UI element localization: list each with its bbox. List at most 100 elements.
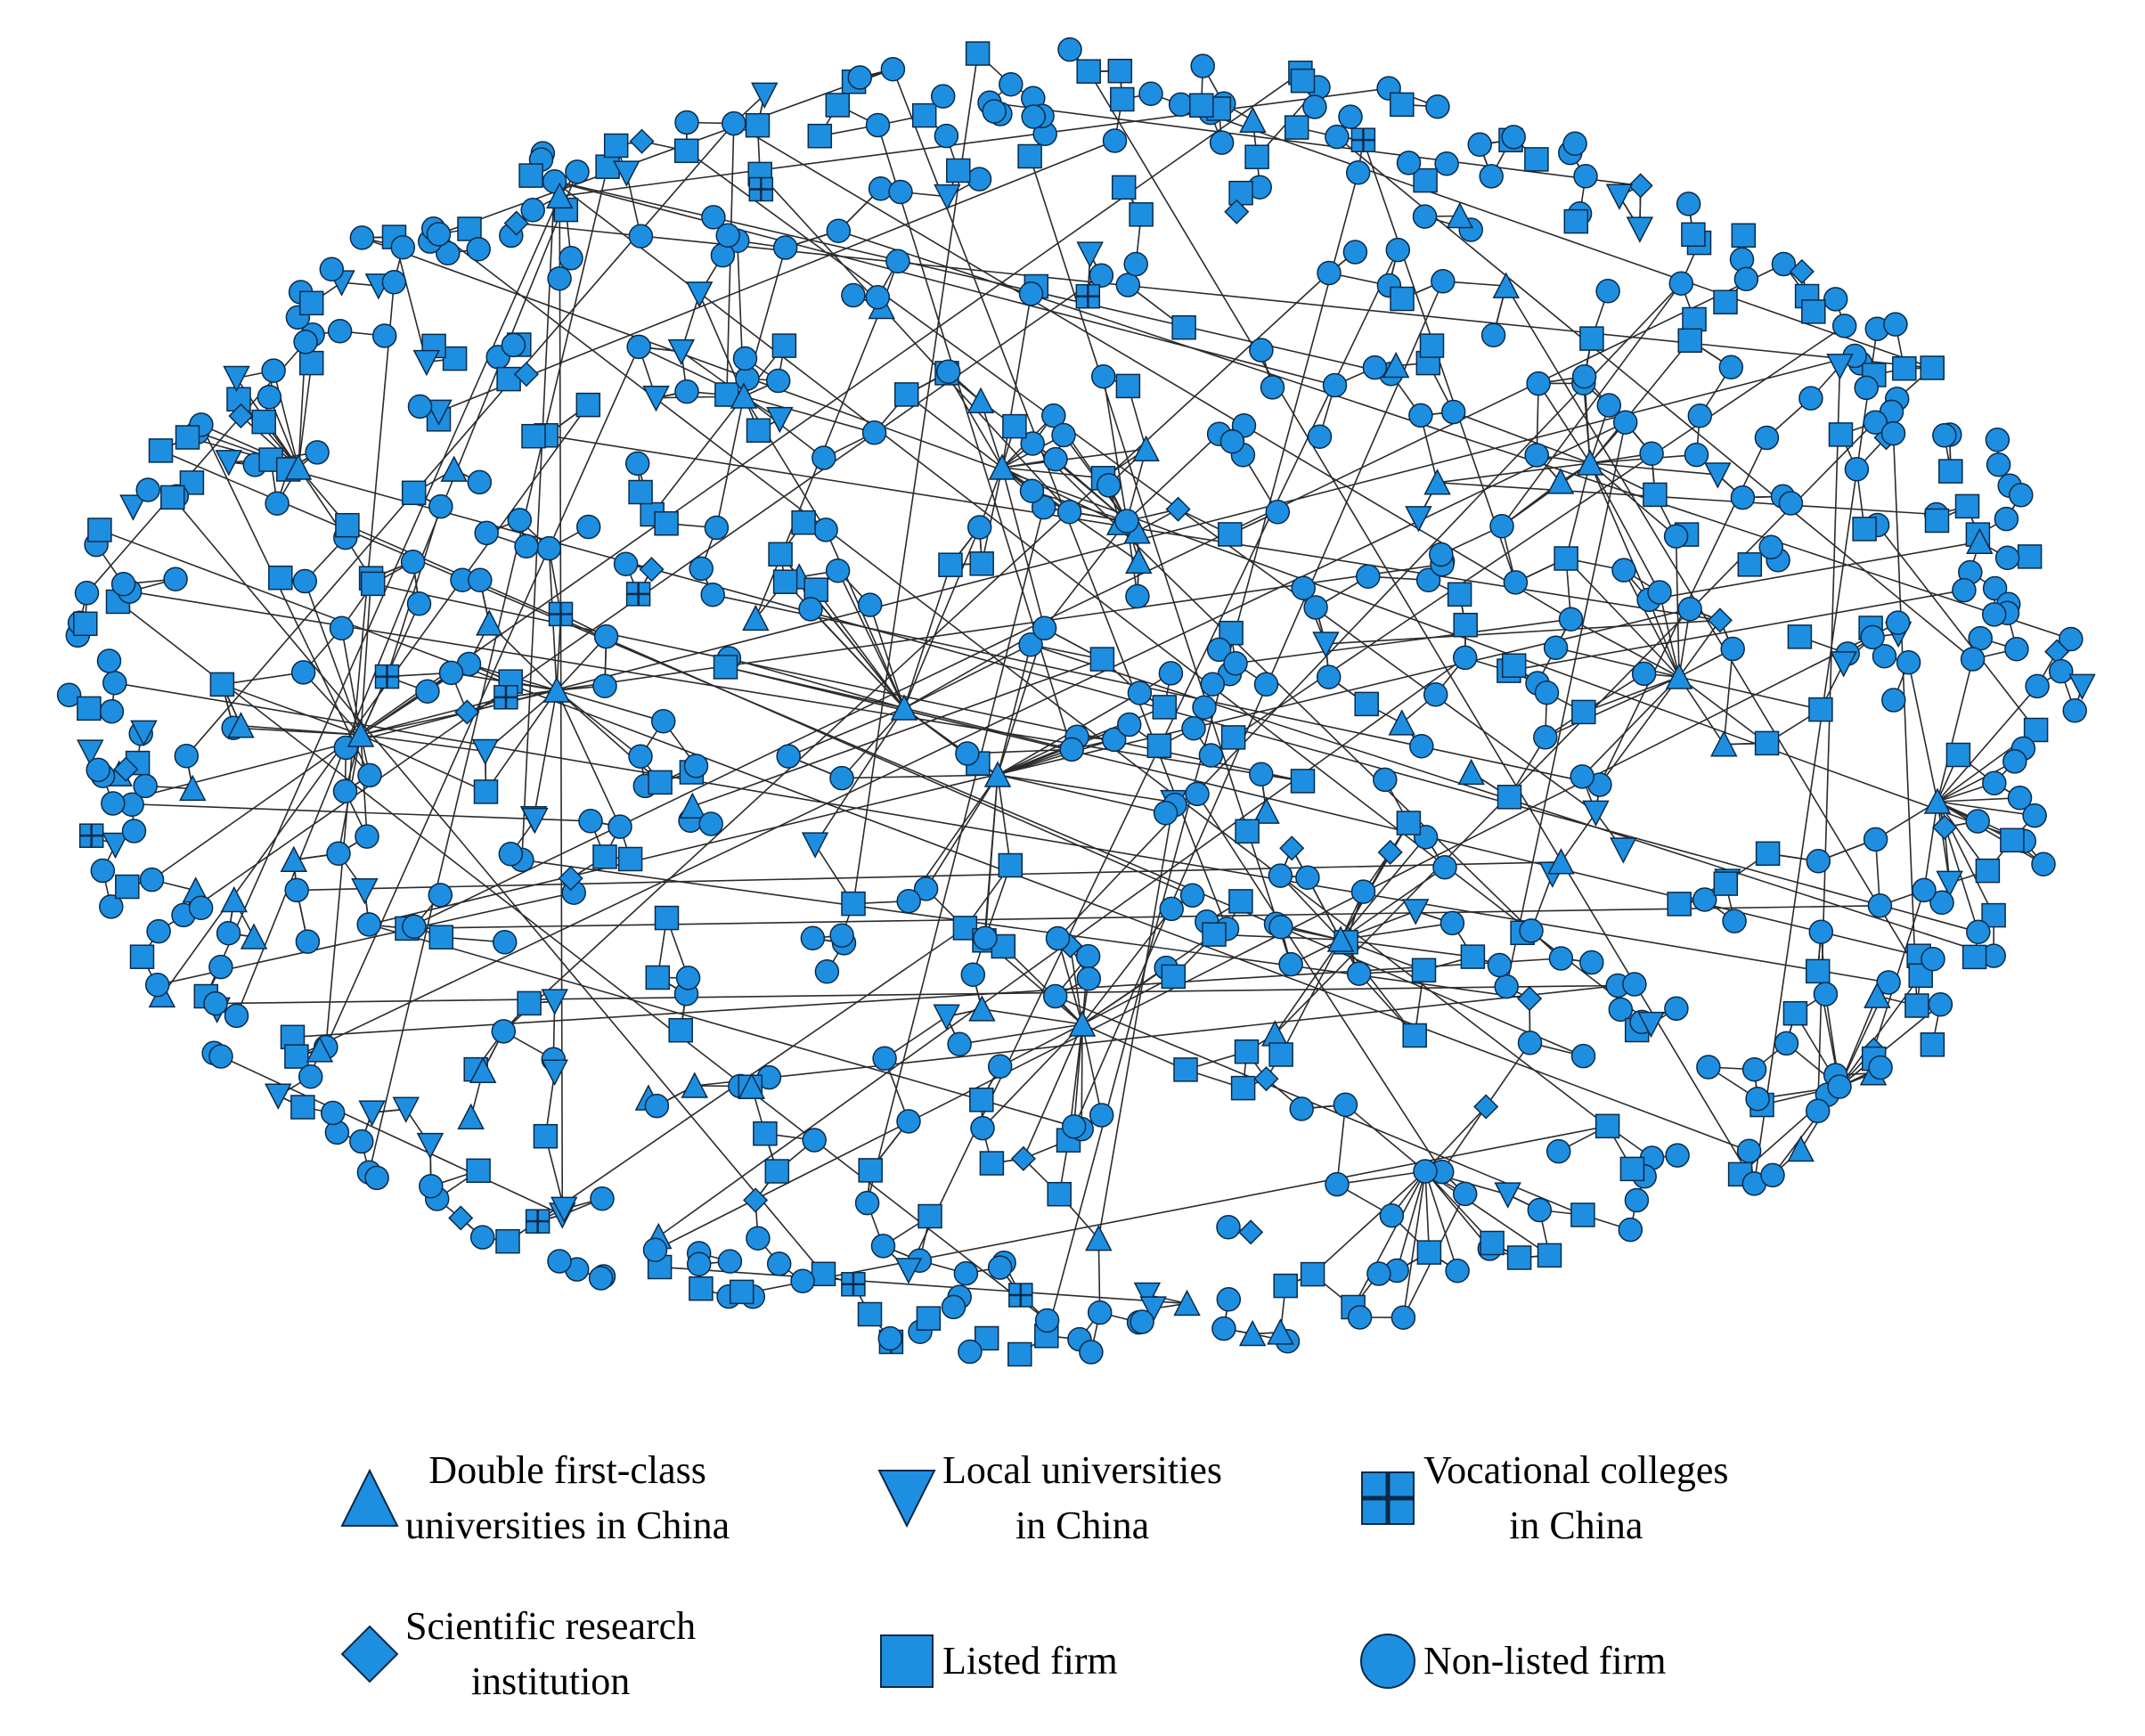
double-first-class-university-node — [1576, 449, 1604, 476]
non-listed-firm-node — [86, 757, 110, 783]
local-university-node — [1582, 800, 1610, 827]
network-edge — [1312, 1170, 1426, 1276]
non-listed-firm-node — [683, 754, 709, 778]
square-icon — [871, 1626, 942, 1697]
double-first-class-university-node — [968, 995, 996, 1022]
double-first-class-university-node — [1125, 547, 1153, 575]
non-listed-firm-node — [428, 883, 453, 908]
non-listed-firm-node — [1452, 1181, 1478, 1207]
non-listed-firm-node — [1932, 423, 1957, 448]
non-listed-firm-node — [110, 572, 136, 597]
non-listed-firm-node — [1546, 1138, 1571, 1164]
non-listed-firm-node — [2007, 786, 2033, 811]
network-edge — [1501, 462, 1591, 527]
network-edge — [556, 614, 562, 691]
non-listed-firm-node — [626, 334, 651, 360]
non-listed-firm-node — [841, 282, 866, 308]
non-listed-firm-node — [825, 558, 851, 583]
non-listed-firm-node — [400, 550, 426, 575]
listed-firm-node — [335, 512, 360, 538]
listed-firm-node — [1480, 1230, 1505, 1256]
non-listed-firm-node — [1952, 577, 1977, 603]
listed-firm-node — [918, 1203, 942, 1229]
double-first-class-university-node — [1546, 468, 1575, 494]
non-listed-firm-node — [402, 914, 427, 940]
network-edge — [958, 1023, 1083, 1046]
non-listed-firm-node — [1489, 513, 1514, 539]
listed-firm-node — [428, 925, 454, 950]
non-listed-firm-node — [1338, 104, 1363, 129]
non-listed-firm-node — [701, 205, 726, 230]
non-listed-firm-node — [575, 514, 601, 540]
vocational-college-node-cross — [493, 685, 518, 709]
non-listed-firm-node — [613, 551, 639, 576]
network-edge — [1648, 599, 1680, 678]
non-listed-firm-node — [847, 65, 873, 90]
non-listed-firm-node — [1018, 281, 1044, 306]
non-listed-firm-node — [426, 222, 452, 247]
research-institution-node — [1516, 986, 1543, 1012]
listed-firm-node — [1390, 286, 1415, 312]
network-edge — [946, 372, 1003, 469]
listed-firm-node — [521, 423, 546, 449]
listed-firm-node — [1643, 482, 1668, 508]
network-edge — [892, 69, 1228, 929]
research-institution-node — [1253, 1066, 1279, 1092]
listed-firm-node — [628, 479, 653, 505]
listed-firm-node — [1892, 355, 1917, 381]
non-listed-firm-node — [1863, 410, 1888, 435]
network-edge — [1424, 1105, 1487, 1172]
listed-firm-node — [1731, 223, 1757, 249]
non-listed-firm-node — [99, 894, 124, 919]
listed-firm-node — [1290, 769, 1316, 794]
non-listed-firm-node — [2062, 698, 2087, 723]
network-edge — [1565, 462, 1591, 559]
vocational-college-node-cross — [1351, 128, 1375, 152]
network-edge — [1872, 890, 1925, 1050]
non-listed-firm-node — [1960, 647, 1986, 672]
research-institution-node — [228, 403, 254, 429]
listed-firm-node — [1619, 1156, 1645, 1182]
non-listed-firm-node — [1854, 375, 1879, 401]
network-edge — [1437, 482, 1937, 516]
network-edge — [1839, 1004, 1941, 1088]
research-institution-node — [1279, 835, 1305, 861]
non-listed-firm-node — [349, 225, 375, 250]
non-listed-firm-node — [689, 556, 714, 582]
non-listed-firm-node — [1249, 762, 1274, 787]
local-university-node — [77, 739, 104, 766]
non-listed-firm-node — [1087, 1300, 1113, 1325]
listed-firm-node — [1713, 289, 1738, 314]
network-edge — [869, 604, 905, 709]
non-listed-firm-node — [800, 925, 826, 951]
local-university-node — [223, 365, 250, 393]
vocational-college-node-cross — [79, 824, 103, 848]
listed-firm-node — [689, 1276, 714, 1301]
listed-firm-node — [969, 1088, 994, 1113]
listed-firm-node — [1152, 695, 1178, 720]
non-listed-firm-node — [1342, 240, 1368, 265]
non-listed-firm-node — [1966, 919, 1991, 945]
listed-firm-node — [175, 425, 200, 450]
listed-firm-node — [1007, 1341, 1032, 1367]
listed-firm-node — [1924, 508, 1950, 534]
double-first-class-university-node — [347, 721, 375, 747]
network-edge — [997, 774, 1174, 803]
non-listed-firm-node — [357, 762, 382, 788]
non-listed-firm-node — [1181, 715, 1206, 741]
listed-firm-node — [1497, 785, 1522, 810]
non-listed-firm-node — [492, 930, 518, 955]
listed-firm-node — [360, 571, 386, 597]
network-edge — [99, 529, 1749, 1152]
non-listed-firm-node — [90, 858, 116, 884]
research-institution-node — [1707, 607, 1733, 633]
non-listed-firm-node — [1778, 491, 1804, 516]
double-first-class-university-node — [1382, 351, 1410, 379]
non-listed-firm-node — [1562, 131, 1587, 157]
network-edge — [233, 727, 362, 736]
network-edge — [1001, 467, 1121, 524]
non-listed-firm-node — [1345, 160, 1371, 185]
network-edge — [1340, 836, 1427, 941]
non-listed-firm-node — [2048, 658, 2074, 684]
listed-firm-node — [1107, 58, 1133, 84]
